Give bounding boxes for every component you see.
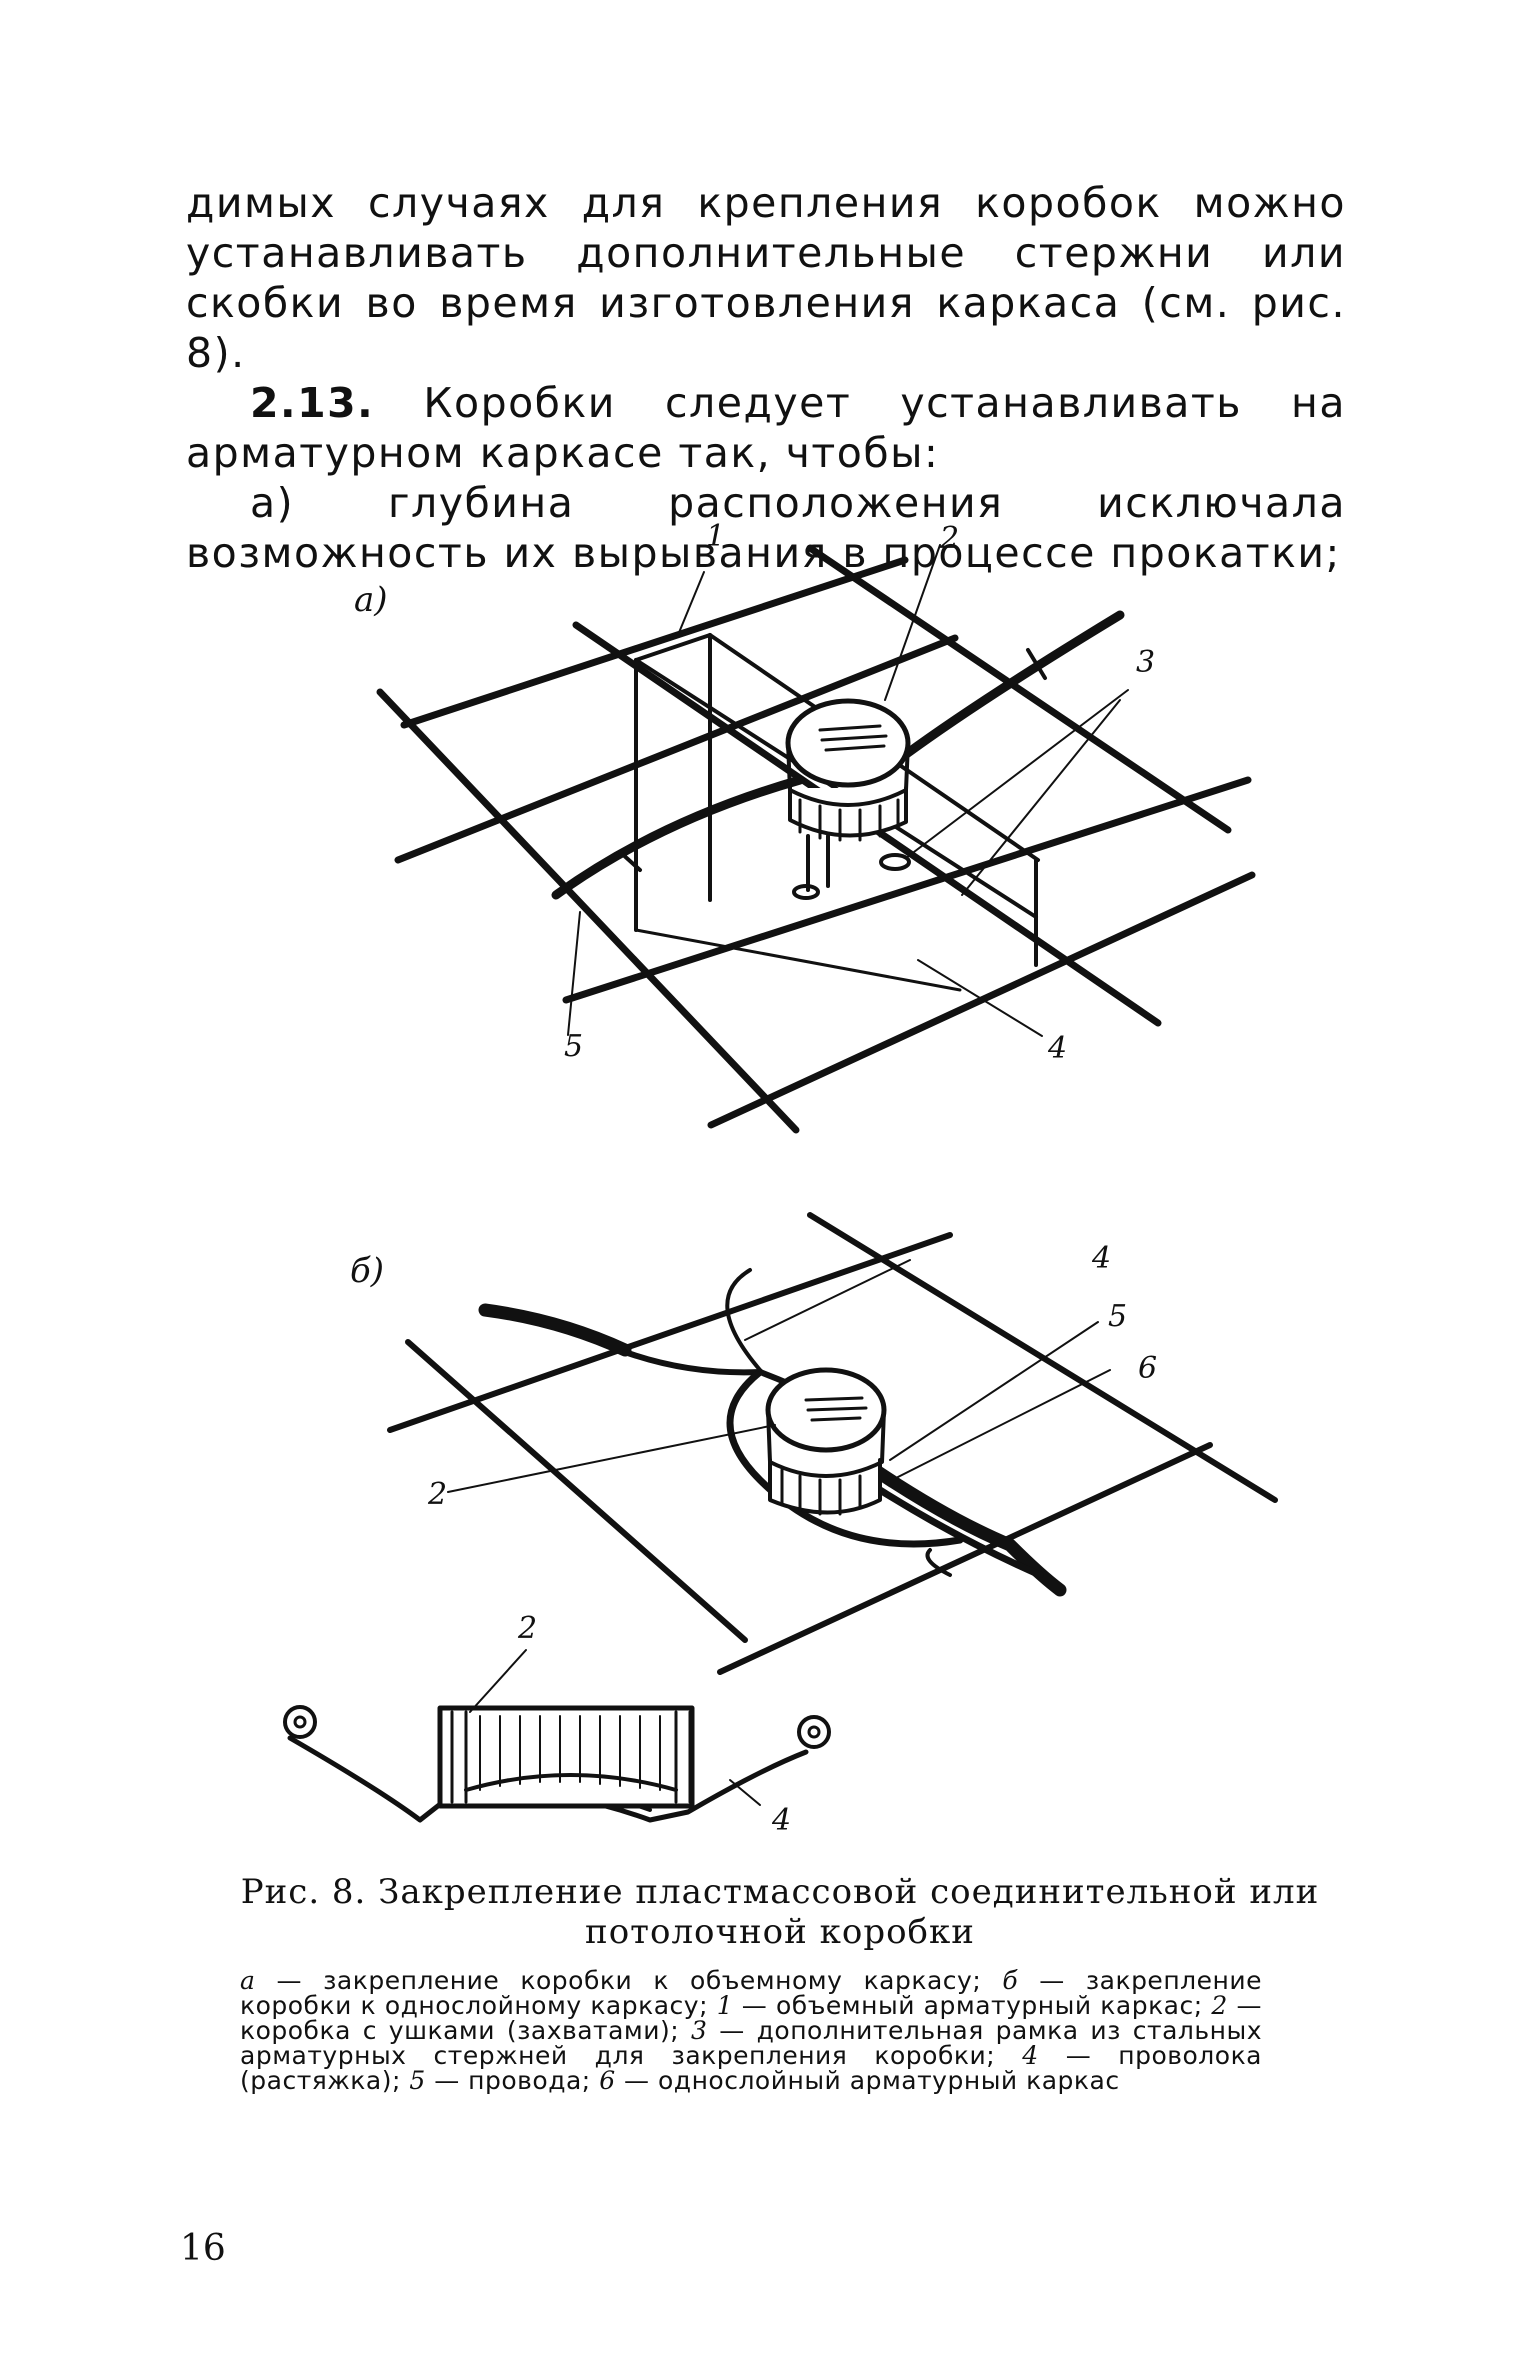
legend-key-6: 6 <box>599 2066 616 2095</box>
legend-key-3: 3 <box>691 2016 708 2045</box>
figure-caption-legend: а — закрепление коробки к объемному карк… <box>240 1968 1262 2093</box>
figure-caption-title: Рис. 8. Закрепление пластмассовой соедин… <box>240 1872 1320 1952</box>
section-text: Коробки следует устанавливать на арматур… <box>186 379 1346 477</box>
callout-a-2: 2 <box>939 521 959 556</box>
legend-text-1: — объемный арматурный каркас; <box>733 1991 1212 2020</box>
legend-key-1: 1 <box>716 1991 734 2020</box>
legend-key-5: 5 <box>409 2066 426 2095</box>
legend-key-a: а <box>240 1966 256 1995</box>
legend-text-2: — коробка с ушками (захватами); <box>240 1991 1262 2045</box>
callout-a-5: 5 <box>564 1029 583 1064</box>
callout-b-5: 5 <box>1108 1299 1127 1334</box>
legend-text-4: — проволока (растяжка); <box>240 2041 1262 2095</box>
figure-b-box-cross-section <box>283 1649 831 1823</box>
legend-text-3: — дополнительная рамка из стальных армат… <box>240 2016 1262 2070</box>
subfigure-b-label: б) <box>350 1251 384 1291</box>
figure-8-illustration: а) 1 2 3 4 5 б) 4 5 6 2 2 4 <box>283 519 1278 1838</box>
caption-title-line-1: Рис. 8. Закрепление пластмассовой соедин… <box>240 1872 1320 1912</box>
body-text: димых случаях для крепления коробок можн… <box>186 178 1346 578</box>
subfigure-a-label: а) <box>354 580 388 620</box>
caption-title-line-2: потолочной коробки <box>585 1912 975 1952</box>
section-number: 2.13. <box>250 379 375 427</box>
callout-a-4: 4 <box>1047 1031 1067 1066</box>
callout-b-2: 2 <box>427 1477 447 1512</box>
legend-key-b: б <box>1002 1966 1019 1995</box>
legend-text-6: — однослойный арматурный каркас <box>615 2066 1120 2095</box>
legend-key-4: 4 <box>1022 2041 1039 2070</box>
legend-text-b: — закрепление коробки к однослойному кар… <box>240 1966 1262 2020</box>
legend-text-a: — закрепление коробки к объемному каркас… <box>255 1966 1003 1995</box>
legend-text-5: — провода; <box>425 2066 600 2095</box>
callout-b-6: 6 <box>1138 1351 1157 1386</box>
paragraph-item-a: а) глубина расположения исключала возмож… <box>186 479 1346 577</box>
legend-key-2: 2 <box>1211 1991 1228 2020</box>
callout-section-2: 2 <box>517 1611 537 1646</box>
callout-a-3: 3 <box>1136 645 1155 680</box>
page-number: 16 <box>180 2228 226 2269</box>
callout-section-4: 4 <box>771 1803 791 1838</box>
paragraph-continuation: димых случаях для крепления коробок можн… <box>186 179 1346 377</box>
figure-a-leader-lines <box>567 544 1129 1037</box>
figure-a-volumetric-frame <box>376 544 1256 1134</box>
figure-b-single-layer-frame <box>387 1212 1278 1675</box>
callout-a-1: 1 <box>706 519 725 554</box>
callout-b-4: 4 <box>1091 1241 1111 1276</box>
paragraph-2-13: 2.13. Коробки следует устанавливать на а… <box>186 378 1346 478</box>
